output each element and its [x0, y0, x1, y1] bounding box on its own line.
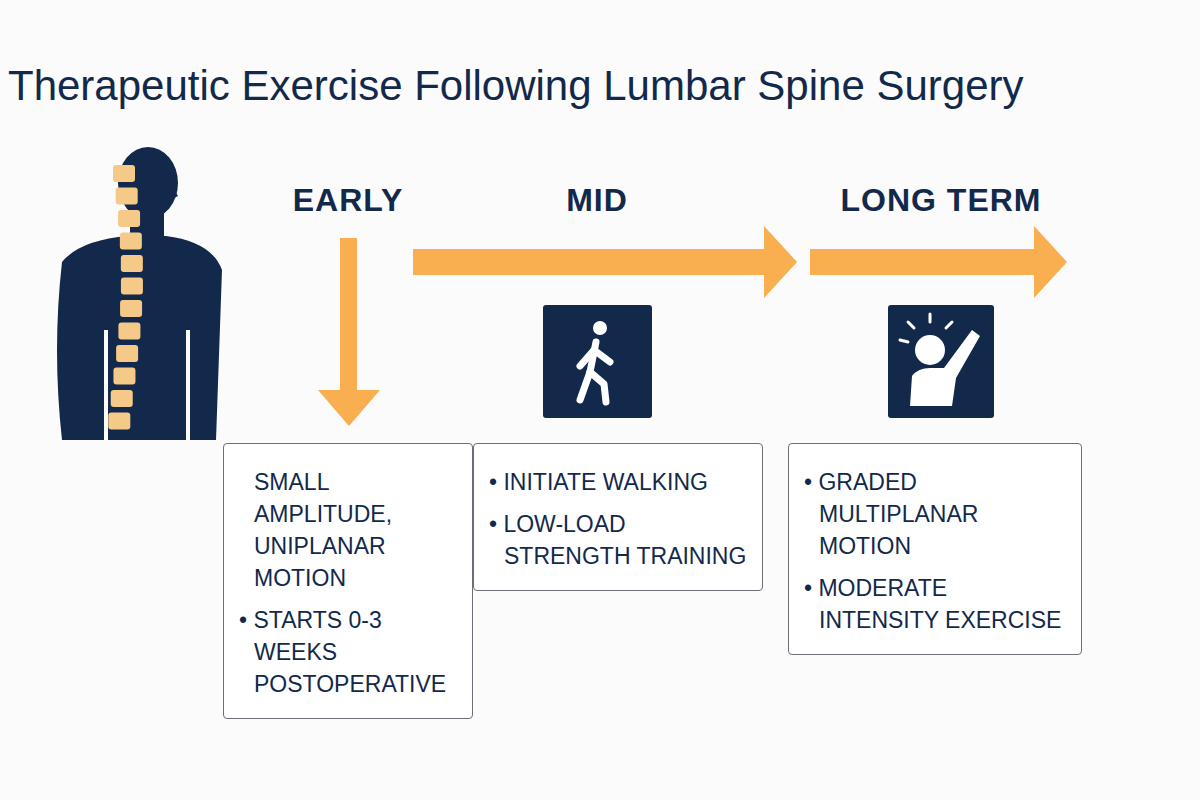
human-silhouette [57, 147, 222, 440]
phase-label: MID [566, 182, 628, 219]
vertebra [120, 233, 142, 250]
phase-box: • GRADED MULTIPLANAR MOTION • MODERATE IN… [788, 443, 1082, 655]
phase-label: LONG TERM [841, 182, 1042, 219]
vertebra [113, 165, 135, 182]
phase-box: SMALL AMPLITUDE, UNIPLANAR MOTION • START… [223, 443, 473, 719]
walking-icon [543, 305, 652, 418]
box-text: • MODERATE INTENSITY EXERCISE [819, 572, 1069, 636]
vertebra [116, 188, 138, 205]
vertebra [111, 390, 133, 407]
vertebra [121, 255, 143, 272]
phase-box: • INITIATE WALKING • LOW-LOAD STRENGTH TR… [473, 443, 763, 591]
vertebra [108, 413, 130, 430]
phase-arrows [318, 226, 1067, 426]
box-text: • GRADED MULTIPLANAR MOTION [819, 466, 1069, 562]
vertebra [118, 323, 140, 340]
phase-label: EARLY [293, 182, 404, 219]
box-text: • LOW-LOAD STRENGTH TRAINING [504, 508, 750, 572]
box-text: SMALL AMPLITUDE, UNIPLANAR MOTION [254, 466, 460, 594]
vertebra [120, 300, 142, 317]
vertebra [118, 210, 140, 227]
diagram-title: Therapeutic Exercise Following Lumbar Sp… [8, 62, 1024, 110]
box-text: • STARTS 0-3 WEEKS POSTOPERATIVE [254, 604, 460, 700]
exercise-icon [888, 305, 994, 418]
vertebra [113, 368, 135, 385]
spine-vertebrae [108, 165, 143, 430]
vertebra [116, 345, 138, 362]
box-text: • INITIATE WALKING [504, 466, 750, 498]
vertebra [121, 278, 143, 295]
